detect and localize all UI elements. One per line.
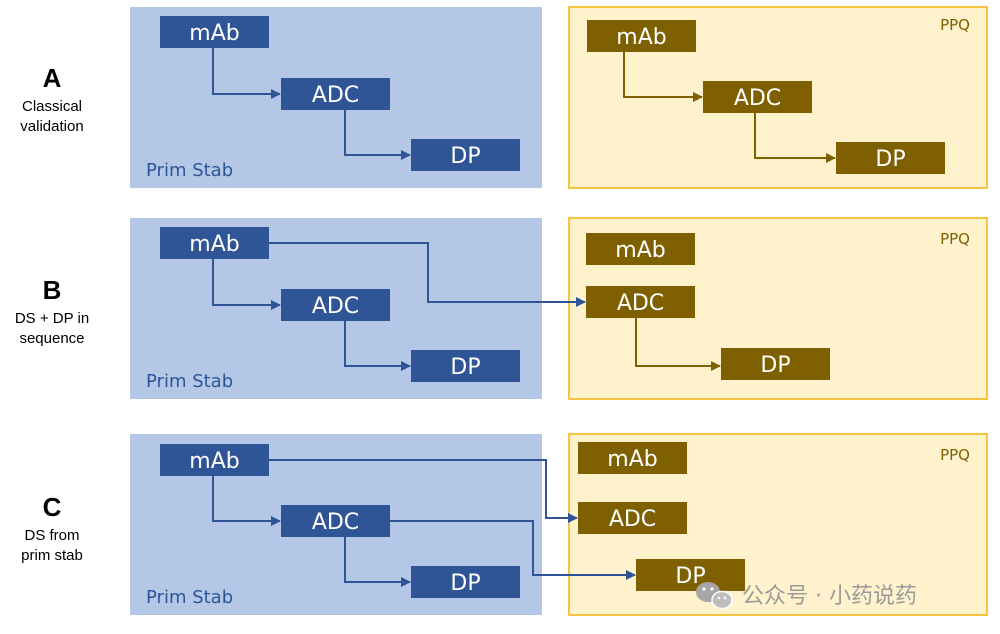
node-label: mAb [189,232,239,257]
ppq-mab-node [587,20,696,52]
scenario-description-line: Classical [22,98,82,115]
scenario-description-line: sequence [19,330,84,347]
scenario-description-line: validation [20,118,83,135]
flow-arrow [212,259,281,310]
node-label: mAb [616,25,666,50]
node-label: ADC [734,86,781,111]
scenario-a: A Classical validation Prim Stab mAb ADC… [20,6,988,189]
ppq-label: PPQ [940,446,970,464]
ppq-adc-node [586,286,695,318]
stab-dp-node [411,139,520,171]
flow-arrow [212,48,281,99]
cross-flow-arrow [390,520,636,580]
scenario-c: C DS from prim stab Prim Stab PPQ mAb AD… [21,433,988,616]
stab-adc-node [281,78,390,110]
ppq-dp-node [636,559,745,591]
stab-mab-node [160,16,269,48]
scenario-description-line: prim stab [21,547,83,564]
node-label: mAb [615,238,665,263]
watermark-text: 公众号 · 小药说药 [742,584,917,609]
cross-flow-arrow [269,242,586,307]
node-label: mAb [189,449,239,474]
scenario-letter: B [43,275,62,305]
scenario-description-line: DS + DP in [15,310,89,327]
stab-adc-node [281,289,390,321]
node-label: ADC [617,291,664,316]
flow-arrow [754,113,836,163]
node-label: mAb [189,21,239,46]
ppq-mab-node [578,442,687,474]
node-label: DP [450,144,480,169]
prim-stab-label: Prim Stab [146,587,233,608]
stab-dp-node [411,350,520,382]
flow-arrow [635,318,721,371]
ppq-mab-node [586,233,695,265]
node-label: ADC [609,507,656,532]
stab-mab-node [160,444,269,476]
ppq-label: PPQ [940,230,970,248]
node-label: DP [450,355,480,380]
node-label: ADC [312,83,359,108]
prim-stab-label: Prim Stab [146,371,233,392]
cross-flow-arrow [269,459,578,523]
flow-arrow [344,110,411,160]
node-label: DP [450,571,480,596]
node-label: ADC [312,294,359,319]
watermark: 公众号 · 小药说药 [696,582,917,610]
node-label: ADC [312,510,359,535]
flow-arrow [623,52,703,102]
ppq-adc-node [578,502,687,534]
scenario-b: B DS + DP in sequence Prim Stab PPQ mAb … [15,217,988,400]
scenario-letter: C [43,492,62,522]
wechat-icon [696,582,733,610]
ppq-dp-node [721,348,830,380]
stab-mab-node [160,227,269,259]
scenario-description-line: DS from [24,527,79,544]
flow-arrow [344,537,411,587]
ppq-adc-node [703,81,812,113]
scenario-letter: A [43,63,62,93]
ppq-label: PPQ [940,16,970,34]
ppq-dp-node [836,142,945,174]
prim-stab-label: Prim Stab [146,160,233,181]
node-label: mAb [607,447,657,472]
node-label: DP [760,353,790,378]
flow-arrow [344,321,411,371]
node-label: DP [875,147,905,172]
stab-adc-node [281,505,390,537]
stab-dp-node [411,566,520,598]
flow-arrow [212,476,281,526]
